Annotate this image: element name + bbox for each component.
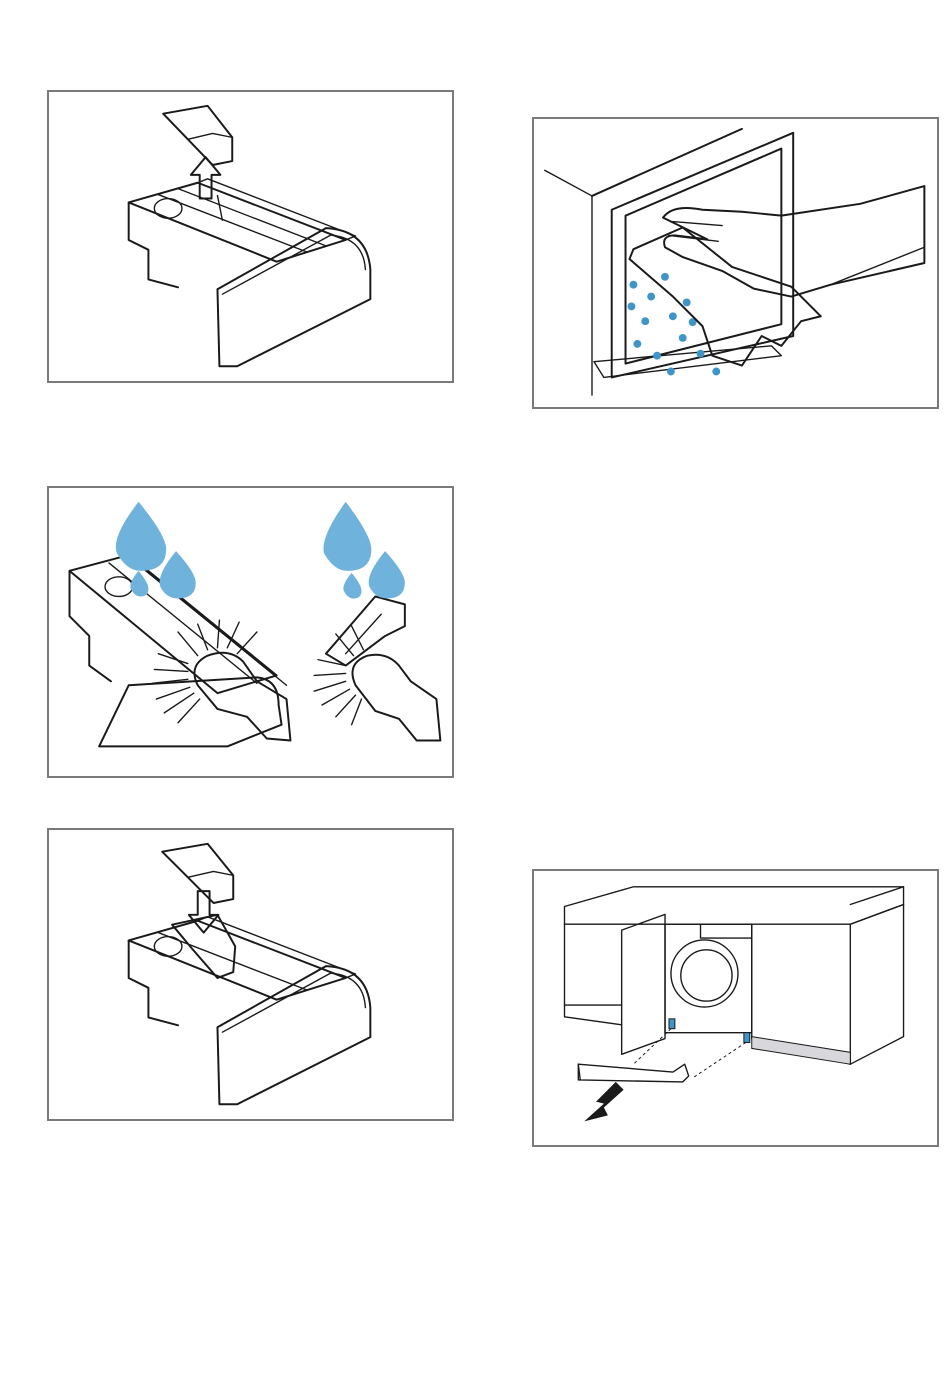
figure-reinsert-siphon — [47, 828, 454, 1121]
dispenser-drawer-siphon-removal-illustration — [49, 92, 452, 381]
built-in-washer-kickplate-illustration — [534, 871, 937, 1145]
brush-water-cleaning-illustration — [49, 488, 452, 776]
siphon-insertion-illustration — [49, 830, 452, 1119]
figure-remove-kickplate — [532, 869, 939, 1147]
hand-wiping-cloth-illustration — [534, 119, 937, 407]
figure-remove-siphon — [47, 90, 454, 383]
figure-clean-drawer-and-siphon — [47, 486, 454, 778]
figure-wipe-dispenser-housing — [532, 117, 939, 409]
